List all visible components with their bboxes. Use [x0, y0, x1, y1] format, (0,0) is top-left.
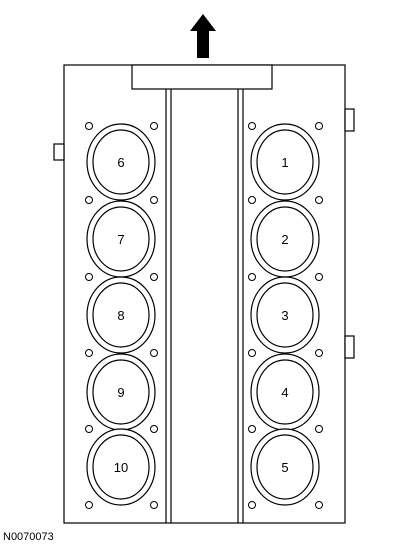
bolt-hole	[248, 501, 256, 509]
bolt-hole	[315, 349, 323, 357]
bolt-hole	[248, 425, 256, 433]
cylinder-number: 7	[117, 232, 124, 247]
cylinder-4: 4	[250, 353, 320, 431]
cylinder-8: 8	[86, 276, 156, 354]
bolt-hole	[315, 122, 323, 130]
bolt-hole	[85, 501, 93, 509]
bolt-hole	[248, 273, 256, 281]
cylinder-number: 4	[281, 385, 288, 400]
cylinder-2: 2	[250, 200, 320, 278]
cylinder-number: 10	[114, 460, 128, 475]
cylinder-10: 10	[86, 428, 156, 506]
bolt-hole	[85, 122, 93, 130]
left-cylinder-bank: 6 7 8 9 10	[85, 122, 158, 509]
bolt-hole	[150, 122, 158, 130]
cylinder-1: 1	[250, 123, 320, 201]
valley	[165, 89, 244, 523]
bolt-hole	[150, 273, 158, 281]
cylinder-number: 8	[117, 308, 124, 323]
front-cover-tab	[131, 64, 273, 90]
figure-id: N0070073	[3, 531, 54, 543]
bolt-hole	[315, 196, 323, 204]
bolt-hole	[85, 196, 93, 204]
bolt-hole	[248, 122, 256, 130]
cylinder-6: 6	[86, 123, 156, 201]
cylinder-number: 9	[117, 385, 124, 400]
cylinder-number: 6	[117, 155, 124, 170]
cylinder-number: 2	[281, 232, 288, 247]
bolt-hole	[150, 425, 158, 433]
bolt-hole	[85, 273, 93, 281]
right-side-tab-lower	[344, 335, 355, 359]
arrow-up-icon	[190, 14, 216, 58]
cylinder-number: 5	[281, 460, 288, 475]
cylinder-5: 5	[250, 428, 320, 506]
cylinder-number: 3	[281, 308, 288, 323]
bolt-hole	[248, 196, 256, 204]
right-cylinder-bank: 1 2 3 4 5	[248, 122, 323, 509]
cylinder-3: 3	[250, 276, 320, 354]
bolt-hole	[315, 501, 323, 509]
bolt-hole	[315, 273, 323, 281]
left-side-tab	[53, 143, 65, 161]
cylinder-7: 7	[86, 200, 156, 278]
bolt-hole	[315, 425, 323, 433]
bolt-hole	[150, 196, 158, 204]
bolt-hole	[248, 349, 256, 357]
bolt-hole	[150, 501, 158, 509]
bolt-hole	[85, 349, 93, 357]
bolt-hole	[85, 425, 93, 433]
bolt-hole	[150, 349, 158, 357]
right-side-tab-upper	[344, 108, 355, 132]
cylinder-9: 9	[86, 353, 156, 431]
cylinder-number: 1	[281, 155, 288, 170]
